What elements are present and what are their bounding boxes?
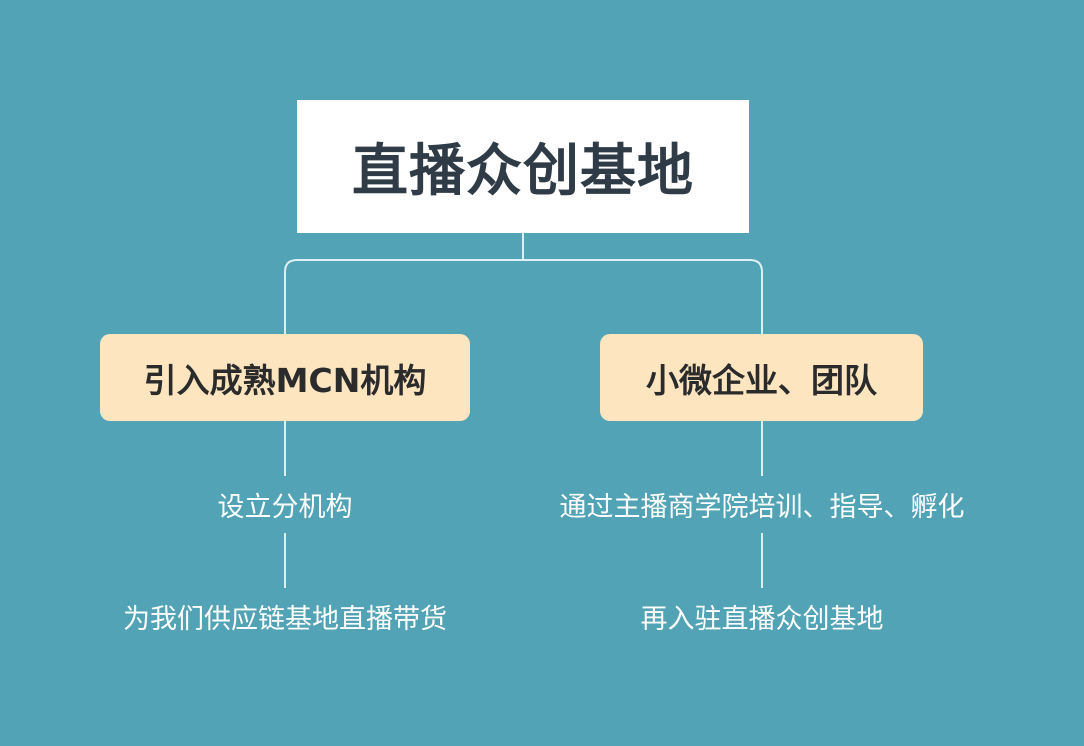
branch-node-mcn: 引入成熟MCN机构	[100, 334, 470, 421]
leaf-node-live-selling: 为我们供应链基地直播带货	[123, 603, 447, 635]
connector-root-to-branches	[284, 259, 763, 334]
root-node-title: 直播众创基地	[297, 100, 749, 233]
leaf-node-branch-office: 设立分机构	[217, 491, 353, 523]
leaf-node-academy-training: 通过主播商学院培训、指导、孵化	[559, 491, 965, 523]
leaf-node-join-base: 再入驻直播众创基地	[640, 603, 884, 635]
branch-node-small-teams: 小微企业、团队	[600, 334, 923, 421]
